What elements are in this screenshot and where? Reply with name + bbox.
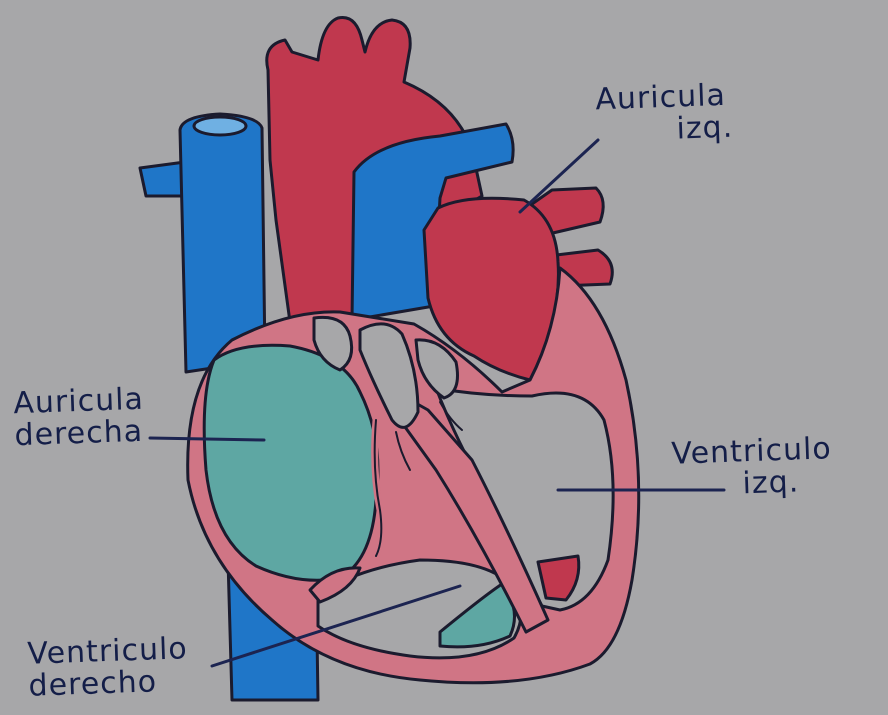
right-atrium-label-line2: derecha (14, 416, 145, 453)
left-atrium-label-line2: izq. (596, 112, 734, 149)
right-atrium-label: Auricula derecha (13, 384, 146, 453)
vena-cava-opening (194, 117, 246, 135)
right-ventricle-label: Ventriculo derecho (27, 633, 189, 703)
right-ventricle-label-line2: derecho (28, 665, 189, 703)
left-atrium-label: Auricula izq. (595, 80, 734, 149)
leader-right-atrium (150, 438, 264, 440)
left-ventricle-label: Ventriculo izq. (671, 433, 833, 503)
